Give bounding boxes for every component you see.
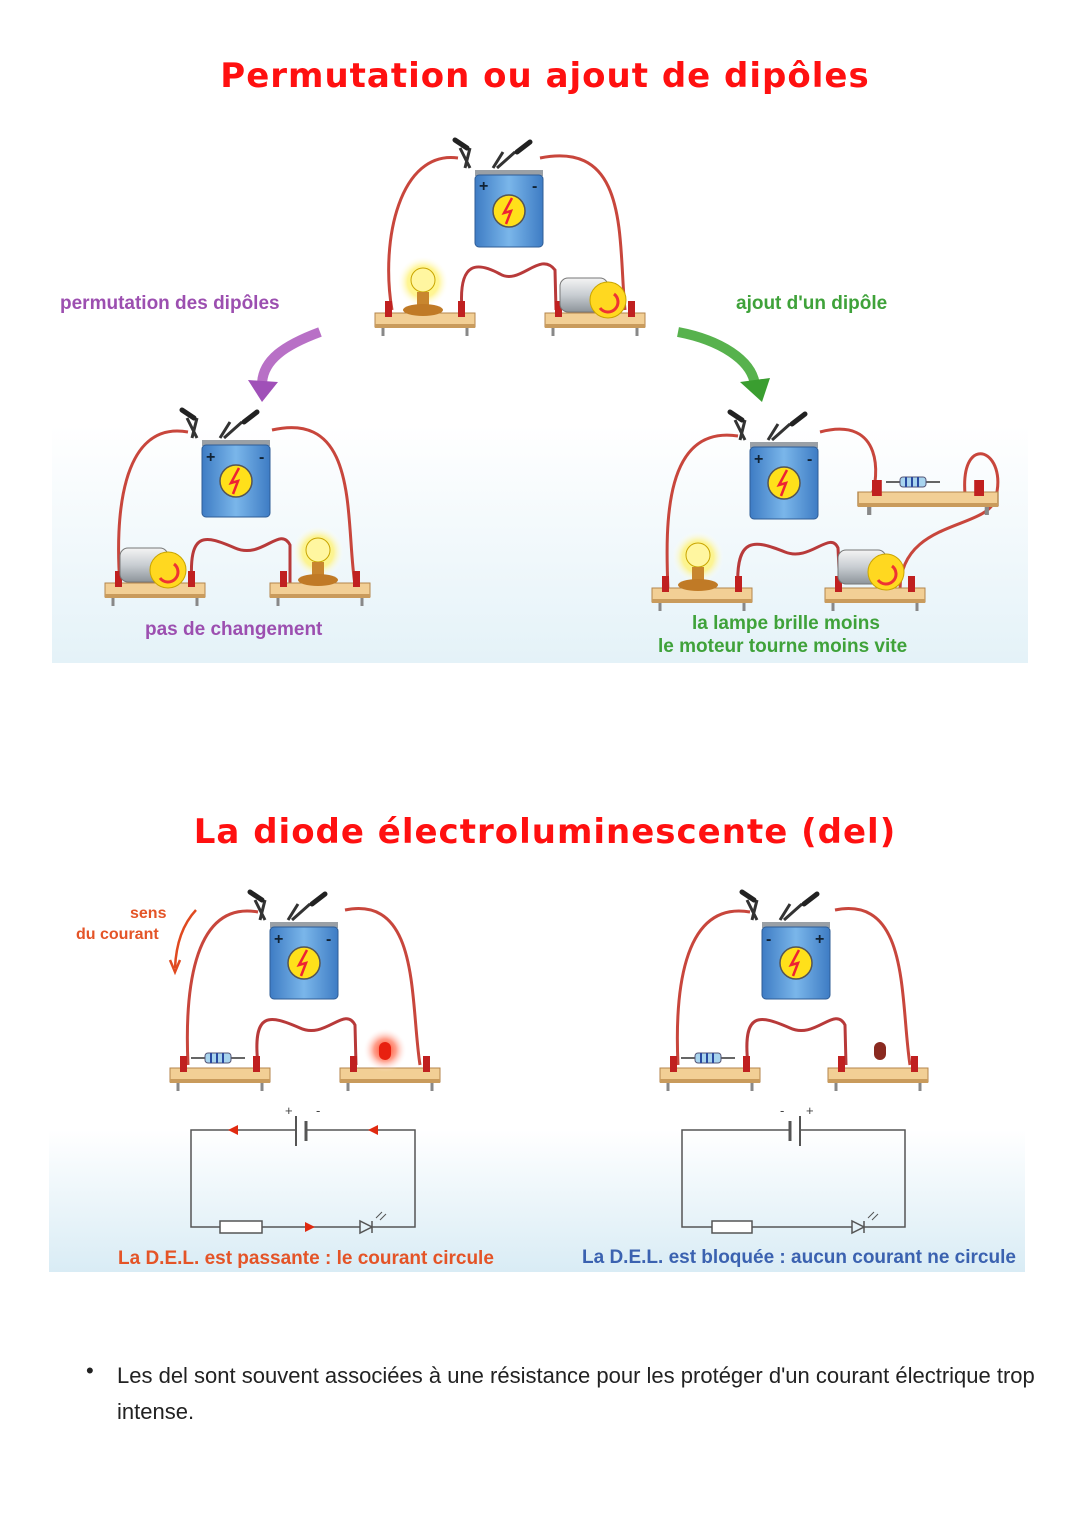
section1-title: Permutation ou ajout de dipôles bbox=[220, 56, 870, 96]
battery-minus: - bbox=[326, 931, 332, 948]
led-icon bbox=[379, 1042, 391, 1060]
schematic-minus: - bbox=[316, 1103, 321, 1118]
battery-icon bbox=[455, 140, 543, 247]
circuit-permutation bbox=[103, 410, 372, 608]
battery-minus: - bbox=[766, 931, 772, 948]
schematic-plus: + bbox=[285, 1103, 293, 1118]
section2-title: La diode électroluminescente (del) bbox=[193, 812, 897, 852]
battery-plus: + bbox=[274, 931, 284, 948]
circuit-led-passante bbox=[168, 892, 442, 1235]
resistor-icon bbox=[680, 1052, 736, 1064]
circuit-ajout bbox=[650, 412, 998, 613]
battery-minus: - bbox=[807, 451, 813, 468]
led-board bbox=[826, 1054, 930, 1093]
circuit-initial bbox=[373, 140, 647, 338]
battery-plus: + bbox=[815, 931, 825, 948]
resistor-board bbox=[858, 480, 998, 515]
circuit-led-bloquee bbox=[658, 892, 930, 1235]
schematic-minus: - bbox=[780, 1103, 785, 1118]
lamp-icon bbox=[291, 525, 345, 587]
resistor-icon bbox=[885, 476, 941, 488]
label-ajout: ajout d'un dipôle bbox=[736, 293, 888, 314]
note-text: Les del sont souvent associées à une rés… bbox=[117, 1363, 1035, 1424]
battery-plus: + bbox=[479, 178, 489, 195]
battery-minus: - bbox=[532, 178, 538, 195]
led-icon bbox=[874, 1042, 886, 1060]
motor-icon bbox=[836, 548, 906, 592]
purple-arrow-icon bbox=[257, 327, 322, 386]
result-permutation: pas de changement bbox=[145, 619, 323, 640]
motor-icon bbox=[118, 546, 188, 590]
result-ajout-line1: la lampe brille moins bbox=[692, 613, 880, 634]
schematic-bloquee bbox=[681, 1116, 906, 1235]
battery-minus: - bbox=[259, 449, 265, 466]
battery-icon bbox=[250, 892, 338, 999]
resistor-icon bbox=[190, 1052, 246, 1064]
battery-icon bbox=[730, 412, 818, 519]
current-direction-arrow-icon bbox=[173, 909, 197, 969]
caption-bloquee: La D.E.L. est bloquée : aucun courant ne… bbox=[582, 1247, 1016, 1268]
battery-icon bbox=[182, 410, 270, 517]
result-ajout-line2: le moteur tourne moins vite bbox=[658, 636, 908, 657]
current-label-line2: du courant bbox=[76, 926, 159, 943]
caption-passante: La D.E.L. est passante : le courant circ… bbox=[118, 1248, 494, 1269]
battery-plus: + bbox=[754, 451, 764, 468]
label-permutation: permutation des dipôles bbox=[60, 293, 280, 314]
lamp-icon bbox=[396, 255, 450, 317]
schematic-passante bbox=[190, 1116, 416, 1235]
battery-plus: + bbox=[206, 449, 216, 466]
motor-icon bbox=[558, 276, 628, 320]
illustration-background-2 bbox=[49, 1130, 1025, 1272]
current-label-line1: sens bbox=[130, 905, 167, 922]
bullet-icon: • bbox=[86, 1358, 94, 1383]
green-arrow-icon bbox=[677, 327, 760, 387]
schematic-plus: + bbox=[806, 1103, 814, 1118]
lamp-icon bbox=[671, 530, 725, 592]
current-arrow-icon bbox=[228, 1125, 378, 1232]
